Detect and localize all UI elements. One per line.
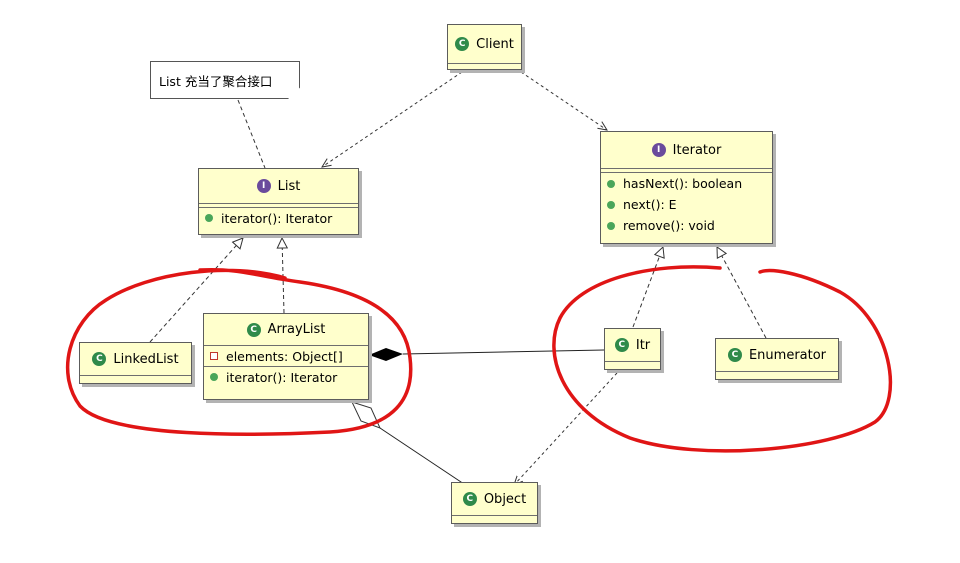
interface-list[interactable]: I List iterator(): Iterator xyxy=(198,168,359,235)
compartment-divider xyxy=(204,366,368,367)
class-name: Itr xyxy=(635,337,651,353)
class-icon: C xyxy=(92,352,107,366)
class-enumerator-header: C Enumerator xyxy=(716,339,838,371)
method-signature: iterator(): Iterator xyxy=(221,210,333,226)
class-name: Client xyxy=(476,36,514,52)
compartment-divider xyxy=(199,207,358,208)
note-anchor-line xyxy=(237,99,266,169)
composition-diamond xyxy=(369,348,403,361)
method-row: next(): E xyxy=(601,194,772,215)
compartment-divider xyxy=(601,172,772,173)
private-field-icon xyxy=(210,352,218,360)
compartment-divider xyxy=(199,203,358,207)
class-name: ArrayList xyxy=(267,322,326,337)
compartment-divider xyxy=(605,361,660,365)
class-client[interactable]: C Client xyxy=(447,24,522,70)
note-box: List 充当了聚合接口 xyxy=(150,61,300,99)
method-signature: remove(): void xyxy=(623,218,715,233)
class-arraylist[interactable]: C ArrayList elements: Object[] iterator(… xyxy=(203,313,369,400)
dependency-client-list xyxy=(322,71,463,167)
class-arraylist-header: C ArrayList xyxy=(204,314,368,345)
class-itr[interactable]: C Itr xyxy=(604,328,661,370)
method-row: iterator(): Iterator xyxy=(199,208,358,228)
realization-itr-iterator xyxy=(632,247,663,328)
class-name: Enumerator xyxy=(748,347,827,363)
class-linkedlist-header: C LinkedList xyxy=(80,343,191,375)
interface-list-header: I List xyxy=(199,169,358,203)
compartment-divider xyxy=(448,63,521,67)
interface-iterator[interactable]: I Iterator hasNext(): boolean next(): E … xyxy=(600,131,773,244)
class-icon: C xyxy=(246,322,261,337)
realization-arraylist-list xyxy=(282,238,284,314)
compartment-divider xyxy=(601,168,772,172)
interface-icon: I xyxy=(651,143,666,157)
class-object[interactable]: C Object xyxy=(451,482,538,524)
interface-name: Iterator xyxy=(672,142,722,158)
class-object-header: C Object xyxy=(452,483,537,515)
method-signature: hasNext(): boolean xyxy=(623,176,743,191)
class-name: Object xyxy=(483,491,527,507)
interface-name: List xyxy=(277,178,301,194)
class-icon: C xyxy=(614,338,629,352)
class-client-header: C Client xyxy=(448,25,521,63)
dependency-itr-object xyxy=(514,372,618,485)
right-highlight-circle xyxy=(552,265,893,453)
aggregation-diamond xyxy=(351,401,381,429)
realization-enumerator-iterator xyxy=(717,247,767,339)
class-enumerator[interactable]: C Enumerator xyxy=(715,338,839,380)
method-row: remove(): void xyxy=(601,215,772,236)
aggregation-line-arraylist-object xyxy=(379,427,465,485)
public-method-icon xyxy=(210,373,218,381)
class-name: LinkedList xyxy=(113,351,179,367)
field-signature: elements: Object[] xyxy=(226,348,343,364)
class-icon: C xyxy=(455,37,470,51)
class-itr-header: C Itr xyxy=(605,329,660,361)
method-row: iterator(): Iterator xyxy=(204,367,368,387)
public-method-icon xyxy=(205,214,213,222)
method-signature: next(): E xyxy=(623,197,677,212)
composition-line-arraylist-itr xyxy=(402,349,605,355)
class-icon: C xyxy=(727,348,742,362)
public-method-icon xyxy=(607,179,615,188)
class-icon: C xyxy=(462,492,477,506)
compartment-divider xyxy=(204,345,368,346)
left-highlight-circle xyxy=(65,267,413,436)
field-row: elements: Object[] xyxy=(204,346,368,366)
compartment-divider xyxy=(452,515,537,519)
compartment-divider xyxy=(716,371,838,375)
note-text: List 充当了聚合接口 xyxy=(159,74,273,89)
method-signature: iterator(): Iterator xyxy=(226,369,338,385)
method-row: hasNext(): boolean xyxy=(601,173,772,194)
interface-icon: I xyxy=(256,179,271,193)
public-method-icon xyxy=(607,221,615,230)
compartment-divider xyxy=(80,375,191,379)
public-method-icon xyxy=(607,200,615,209)
realization-linkedlist-list xyxy=(149,238,243,343)
class-linkedlist[interactable]: C LinkedList xyxy=(79,342,192,384)
dependency-client-iterator xyxy=(520,71,607,130)
interface-iterator-header: I Iterator xyxy=(601,132,772,168)
